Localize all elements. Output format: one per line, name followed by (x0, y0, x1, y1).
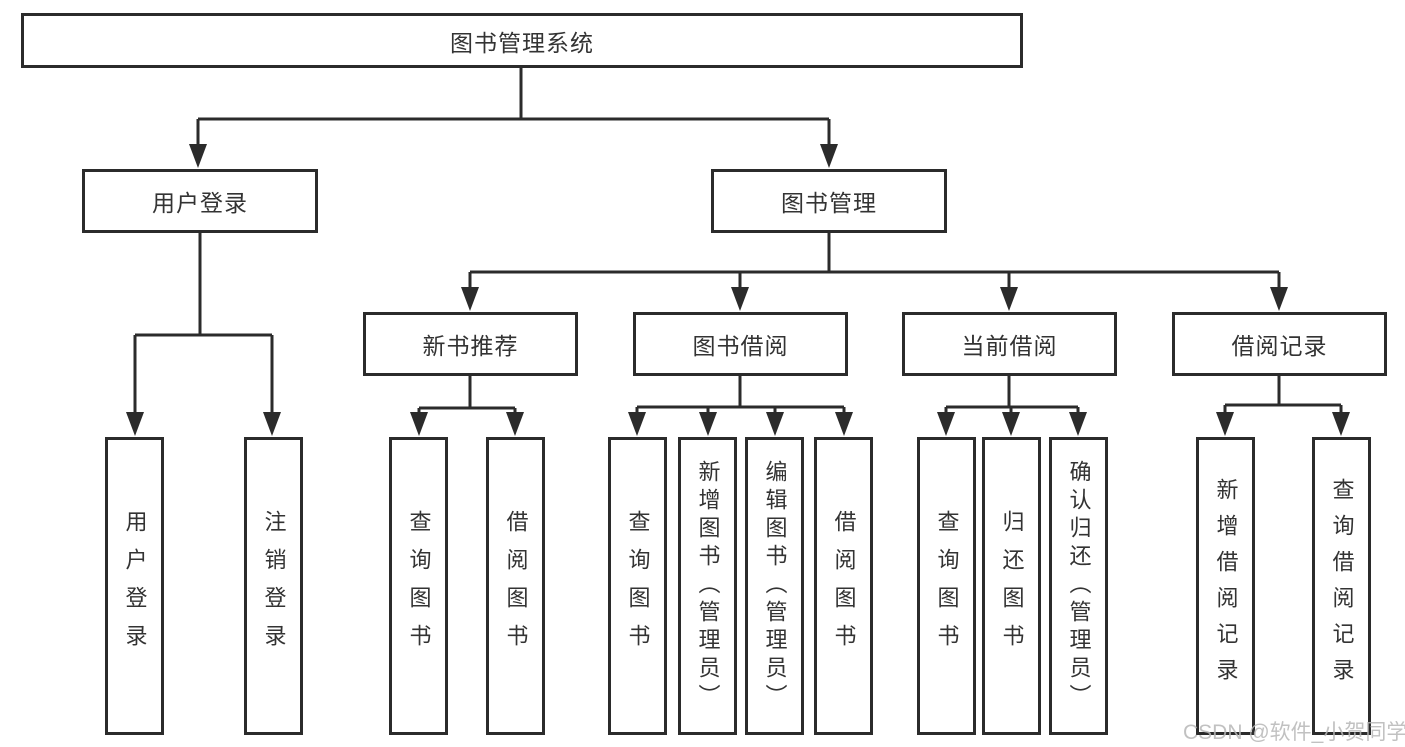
csdn-watermark: CSDN @软件_小贺同学 (1183, 721, 1405, 744)
node-book-borrow: 图书借阅 (633, 312, 848, 376)
node-book-management: 图书管理 (711, 169, 947, 233)
connector-segments (133, 68, 1343, 414)
leaf-current-query-books: 查询图书 (917, 437, 976, 735)
node-borrow-records-label: 借阅记录 (1231, 333, 1328, 359)
leaf-records-add-record: 新增借阅记录 (1196, 437, 1255, 735)
leaf-records-add-record-label: 新增借阅记录 (1213, 478, 1239, 694)
leaf-borrow-add-books-admin: 新增图书（管理员） (678, 437, 737, 735)
leaf-logout: 注销登录 (244, 437, 303, 735)
node-current-borrow: 当前借阅 (902, 312, 1117, 376)
leaf-newbook-borrow-books-label: 借阅图书 (503, 510, 529, 662)
leaf-records-query-record-label: 查询借阅记录 (1329, 478, 1355, 694)
leaf-borrow-borrow-books: 借阅图书 (814, 437, 873, 735)
leaf-current-return-books: 归还图书 (982, 437, 1041, 735)
node-user-login-label: 用户登录 (152, 190, 248, 216)
node-user-login: 用户登录 (82, 169, 318, 233)
leaf-logout-label: 注销登录 (261, 510, 287, 662)
leaf-records-query-record: 查询借阅记录 (1312, 437, 1371, 735)
leaf-borrow-borrow-books-label: 借阅图书 (831, 510, 857, 662)
leaf-current-return-books-label: 归还图书 (999, 510, 1025, 662)
leaf-borrow-edit-books-admin-label: 编辑图书（管理员） (762, 460, 788, 712)
leaf-current-confirm-return-admin: 确认归还（管理员） (1049, 437, 1108, 735)
node-current-borrow-label: 当前借阅 (961, 333, 1058, 359)
leaf-user-login-label: 用户登录 (122, 510, 148, 662)
leaf-current-query-books-label: 查询图书 (934, 510, 960, 662)
leaf-borrow-add-books-admin-label: 新增图书（管理员） (695, 460, 721, 712)
leaf-current-confirm-return-admin-label: 确认归还（管理员） (1066, 460, 1092, 712)
arrowhead-icons (126, 144, 1350, 436)
node-new-book-recommend: 新书推荐 (363, 312, 578, 376)
node-root-label: 图书管理系统 (450, 29, 594, 56)
leaf-newbook-query-books-label: 查询图书 (406, 510, 432, 662)
node-new-book-recommend-label: 新书推荐 (422, 333, 519, 359)
leaf-borrow-query-books: 查询图书 (608, 437, 667, 735)
node-book-management-label: 图书管理 (781, 190, 877, 216)
leaf-borrow-edit-books-admin: 编辑图书（管理员） (745, 437, 804, 735)
node-borrow-records: 借阅记录 (1172, 312, 1387, 376)
leaf-borrow-query-books-label: 查询图书 (625, 510, 651, 662)
leaf-user-login: 用户登录 (105, 437, 164, 735)
leaf-newbook-query-books: 查询图书 (389, 437, 448, 735)
node-root: 图书管理系统 (21, 13, 1023, 68)
leaf-newbook-borrow-books: 借阅图书 (486, 437, 545, 735)
node-book-borrow-label: 图书借阅 (692, 333, 789, 359)
